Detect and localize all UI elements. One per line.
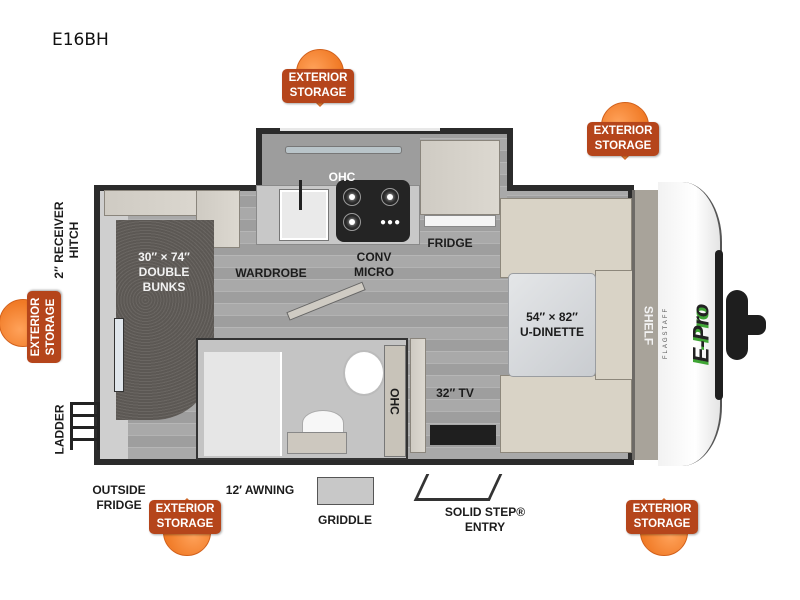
label-bunks: 30″ × 74″ DOUBLE BUNKS: [138, 250, 190, 294]
label-awning: 12′ AWNING: [225, 483, 295, 497]
label-griddle: GRIDDLE: [318, 513, 372, 527]
hitch-coupler: [746, 315, 766, 335]
dinette-back-top: [500, 198, 632, 278]
label-receiver-hitch: 2″ RECEIVER HITCH: [52, 201, 81, 279]
label-entry: SOLID STEP® ENTRY: [444, 505, 526, 534]
rear-cabinet: [104, 190, 208, 216]
burner-icon: [343, 188, 361, 206]
label-tv: 32″ TV: [436, 386, 474, 400]
dinette-side: [595, 270, 633, 380]
tv-icon: [430, 425, 496, 445]
cooktop-controls-icon: ●●●: [380, 217, 402, 228]
toilet-icon: [343, 350, 385, 396]
faucet-icon: [299, 180, 302, 210]
label-ladder: LADDER: [52, 404, 67, 455]
fridge-cabinet: [420, 140, 500, 215]
burner-icon: [381, 188, 399, 206]
entry-step-icon: [413, 474, 503, 501]
shower: [204, 352, 282, 456]
label-shelf: SHELF: [641, 305, 656, 346]
logo-epro: E-Pro: [688, 303, 714, 363]
label-ohc-kitchen: OHC: [328, 170, 356, 184]
window-front: [715, 250, 723, 400]
griddle-icon: [317, 477, 374, 505]
logo-brand: FLAGSTAFF: [663, 306, 670, 360]
burner-icon: [343, 213, 361, 231]
label-outside-fridge: OUTSIDE FRIDGE: [92, 483, 146, 512]
ladder-icon: [70, 402, 100, 450]
tongue-jack: [726, 290, 748, 360]
label-fridge: FRIDGE: [427, 236, 473, 250]
dinette-table: [508, 273, 596, 377]
tv-cabinet: [410, 338, 426, 453]
dinette-back-bottom: [500, 375, 632, 453]
label-conv-micro: CONV MICRO: [354, 250, 394, 279]
label-ohc-bath: OHC: [387, 388, 402, 415]
model-name: E16BH: [52, 30, 109, 50]
sink: [280, 190, 328, 240]
label-wardrobe: WARDROBE: [235, 266, 307, 280]
wardrobe-cabinet: [196, 190, 240, 248]
bath-ohc: [384, 345, 406, 457]
label-dinette: 54″ × 82″ U-DINETTE: [520, 310, 584, 339]
